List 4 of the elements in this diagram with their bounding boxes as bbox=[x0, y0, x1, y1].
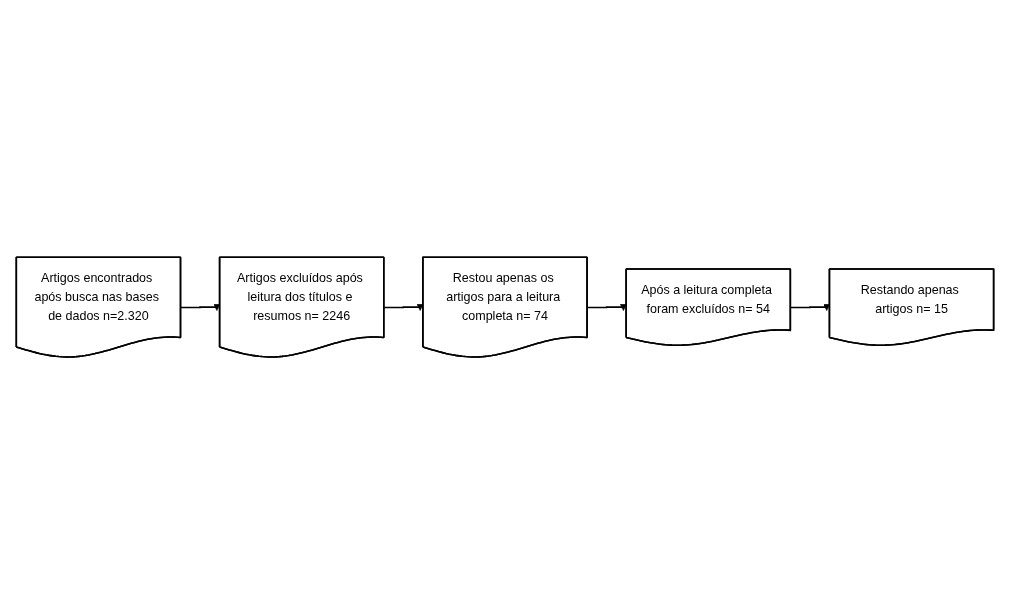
arrow bbox=[790, 303, 831, 311]
arrow bbox=[180, 303, 221, 311]
arrow bbox=[383, 303, 424, 311]
arrow bbox=[586, 303, 627, 311]
